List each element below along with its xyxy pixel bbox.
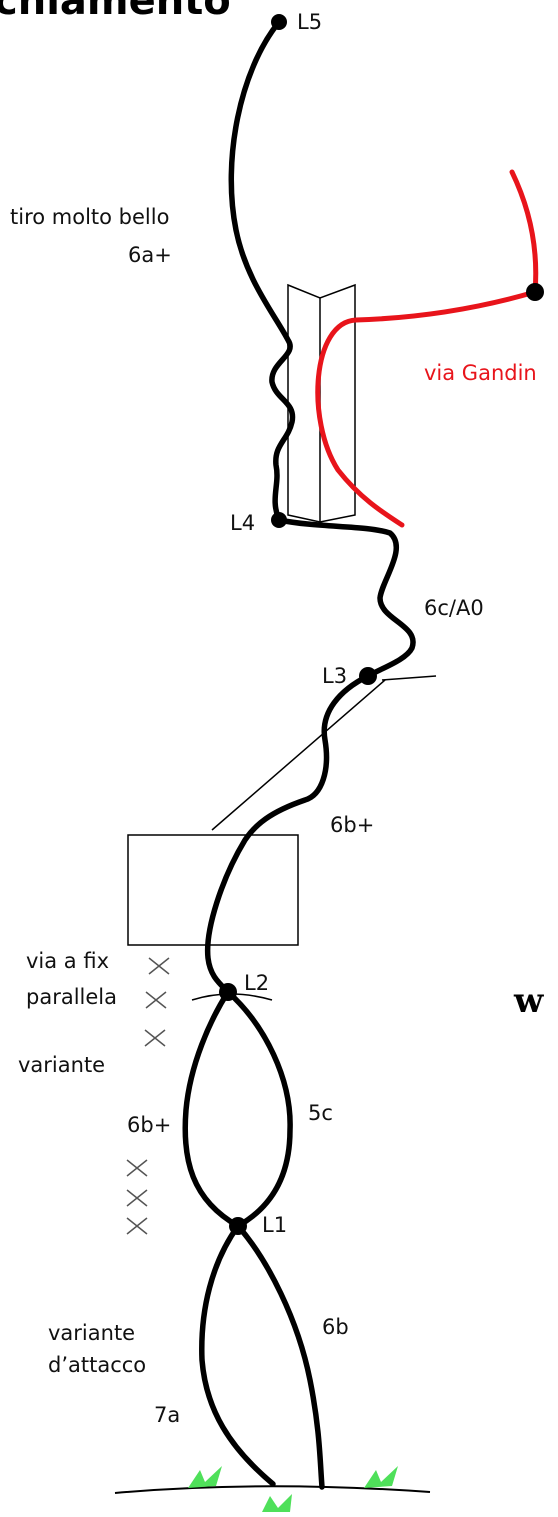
belay-label-l4: L4 xyxy=(230,511,255,535)
belay-label-l2: L2 xyxy=(244,971,269,995)
ledge-box xyxy=(127,834,299,946)
belay-label-l3: L3 xyxy=(322,664,347,688)
grade-pitch-5: 6a+ xyxy=(128,243,172,267)
note-start-variant-line1: variante xyxy=(48,1321,135,1345)
grade-pitch-4: 6c/A0 xyxy=(424,596,484,620)
bolt-marks xyxy=(126,957,170,1235)
pitch-4-line xyxy=(276,517,416,679)
pitch-1-line xyxy=(235,1223,325,1490)
ramp-line xyxy=(211,679,386,831)
via-gandin-line xyxy=(315,169,539,528)
note-start-variant-line2: d’attacco xyxy=(48,1353,146,1377)
note-variant: variante xyxy=(18,1053,105,1077)
pitch-2-variant-line xyxy=(182,989,241,1229)
note-fix-line1: via a fix xyxy=(26,949,109,973)
pitch-5-line xyxy=(228,19,296,523)
belay-label-l1: L1 xyxy=(262,1213,287,1237)
grade-pitch-1: 6b xyxy=(322,1315,349,1339)
ledge-line-l3 xyxy=(381,675,437,681)
grade-pitch-2-variant: 6b+ xyxy=(127,1113,171,1137)
via-gandin-belay xyxy=(526,283,544,301)
pitch-1-variant-line xyxy=(199,1223,276,1487)
main-route xyxy=(182,19,416,1490)
pitch-3-line xyxy=(204,673,371,995)
grade-pitch-1-variant: 7a xyxy=(154,1403,180,1427)
belay-l4 xyxy=(271,512,287,528)
title-fragment: chiamento xyxy=(0,0,231,24)
belay-l3 xyxy=(359,667,377,685)
belay-l2 xyxy=(219,983,237,1001)
belay-label-l5: L5 xyxy=(297,10,322,34)
edge-mark-w: w xyxy=(513,981,544,1021)
grass-tufts xyxy=(188,1466,398,1512)
grade-pitch-3: 6b+ xyxy=(330,813,374,837)
note-fix-line2: parallela xyxy=(26,985,117,1009)
ground-line xyxy=(114,1485,431,1494)
belay-l1 xyxy=(229,1217,247,1235)
belay-l5 xyxy=(271,14,287,30)
via-gandin-label: via Gandin xyxy=(424,361,537,385)
grade-pitch-2: 5c xyxy=(308,1101,333,1125)
pitch-2-line xyxy=(225,989,293,1229)
note-nice-pitch: tiro molto bello xyxy=(10,205,169,229)
